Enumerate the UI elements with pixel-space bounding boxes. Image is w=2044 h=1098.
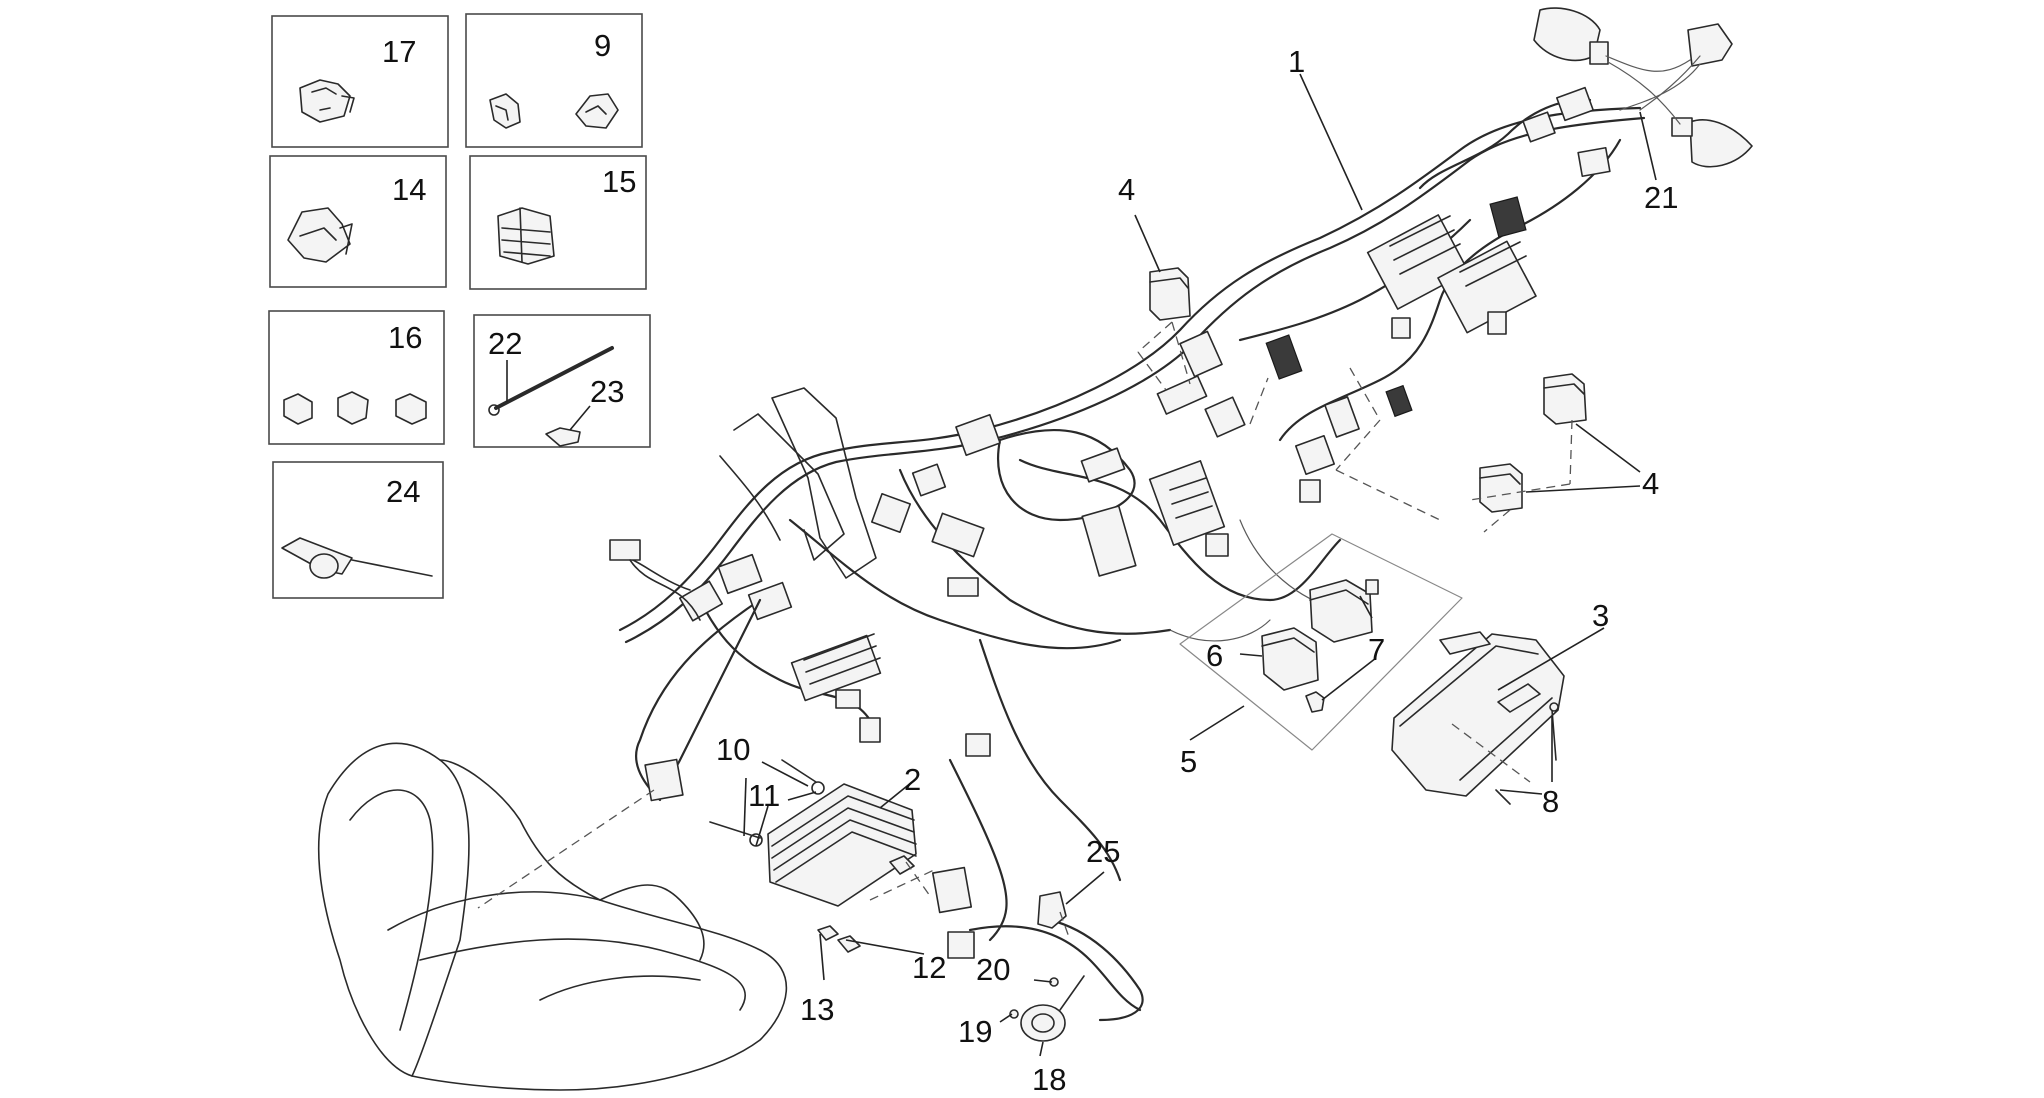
inset-box-24: 24 bbox=[272, 461, 444, 599]
inset-box-14: 14 bbox=[269, 155, 447, 288]
callout-9: 9 bbox=[594, 28, 611, 63]
callout-14: 14 bbox=[392, 172, 426, 207]
callout-16: 16 bbox=[388, 320, 422, 355]
callout-24: 24 bbox=[386, 474, 420, 509]
callout-18: 18 bbox=[1032, 1062, 1066, 1097]
headlight-assembly bbox=[317, 742, 788, 1091]
callout-25: 25 bbox=[1086, 834, 1120, 869]
callout-20: 20 bbox=[976, 952, 1010, 987]
horn-18 bbox=[1009, 891, 1085, 1042]
callout-22: 22 bbox=[488, 326, 522, 361]
callout-10: 10 bbox=[716, 732, 750, 767]
inset-box-15: 15 bbox=[469, 155, 647, 290]
module-3 bbox=[1391, 631, 1565, 805]
inset-box-16: 16 bbox=[268, 310, 445, 445]
callout-23: 23 bbox=[590, 374, 624, 409]
callout-6: 6 bbox=[1206, 638, 1223, 673]
callout-21: 21 bbox=[1644, 180, 1678, 215]
part-4-connectors bbox=[1149, 267, 1587, 513]
assembly-dash-lines bbox=[477, 321, 1573, 941]
turn-signals-21 bbox=[1533, 7, 1753, 168]
callout-7: 7 bbox=[1368, 632, 1385, 667]
callout-17: 17 bbox=[382, 34, 416, 69]
inset-box-17: 17 bbox=[271, 15, 449, 148]
callout-leaders bbox=[743, 73, 1657, 1057]
callout-4-right: 4 bbox=[1642, 466, 1659, 501]
main-wiring-harness bbox=[609, 86, 1646, 1022]
relay-group-5 bbox=[1179, 533, 1463, 751]
callout-3: 3 bbox=[1592, 598, 1609, 633]
callout-13: 13 bbox=[800, 992, 834, 1027]
callout-2: 2 bbox=[904, 762, 921, 797]
callout-15: 15 bbox=[602, 164, 636, 199]
callout-labels: 1 2 3 4 4 5 6 7 8 10 11 12 13 18 19 20 2… bbox=[716, 44, 1678, 1097]
callout-19: 19 bbox=[958, 1014, 992, 1049]
callout-5: 5 bbox=[1180, 744, 1197, 779]
callout-11: 11 bbox=[748, 778, 780, 813]
callout-8: 8 bbox=[1542, 784, 1559, 819]
callout-12: 12 bbox=[912, 950, 946, 985]
callout-4-upper: 4 bbox=[1118, 172, 1135, 207]
regulator-2 bbox=[709, 759, 917, 953]
inset-box-9: 9 bbox=[465, 13, 643, 148]
callout-1: 1 bbox=[1288, 44, 1305, 79]
inset-box-22-23: 22 23 bbox=[473, 314, 651, 448]
